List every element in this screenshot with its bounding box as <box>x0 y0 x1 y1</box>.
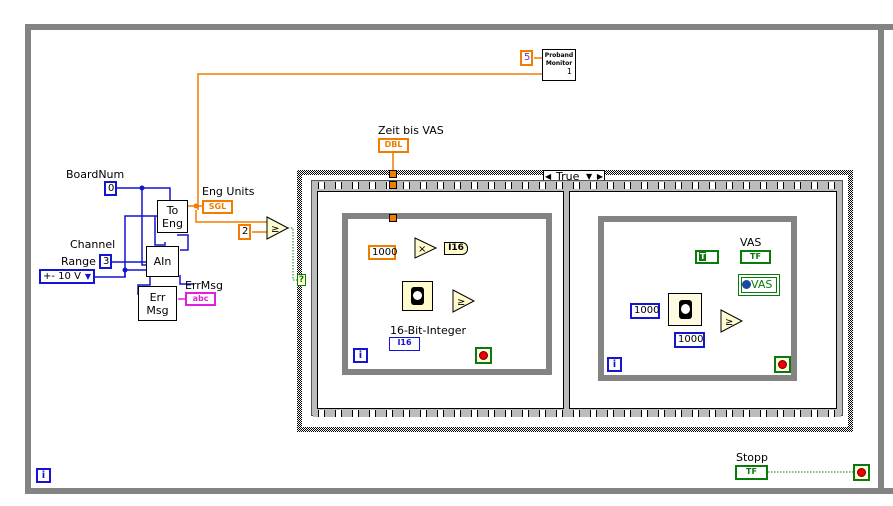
loop1-stop-terminal[interactable] <box>475 347 492 364</box>
stopp-label: Stopp <box>736 451 768 464</box>
vas-indicator[interactable]: TF <box>740 250 771 264</box>
frame-right-edge <box>878 30 884 490</box>
compare-constant[interactable]: 2 <box>238 224 251 240</box>
integer16-label: 16-Bit-Integer <box>390 324 467 337</box>
channel-label: Channel <box>70 238 116 251</box>
monitor-constant[interactable]: 5 <box>520 50 533 66</box>
to-eng-line1: To <box>166 204 179 217</box>
case-next-arrow-icon[interactable]: ▶ <box>596 172 603 181</box>
err-msg-line2: Msg <box>146 304 169 317</box>
main-stop-terminal[interactable] <box>853 464 870 481</box>
true-constant-value: T <box>699 252 707 261</box>
range-dropdown[interactable]: +- 10 V ▼ <box>39 269 95 284</box>
stopp-control[interactable]: TF <box>735 465 768 480</box>
eng-units-label: Eng Units <box>202 185 255 198</box>
greater-or-equal-node-loop1[interactable]: ≥ <box>452 289 476 313</box>
errmsg-indicator[interactable]: abc <box>185 292 216 306</box>
sequence-holes-bottom <box>313 410 841 417</box>
case-dropdown-icon[interactable]: ▼ <box>586 172 593 181</box>
proband-line2: Monitor <box>545 60 573 67</box>
greater-or-equal-node[interactable]: ≥ <box>266 216 290 240</box>
sequence-tunnel <box>389 181 397 189</box>
err-msg-line1: Err <box>149 291 166 304</box>
loop2-iteration-terminal: i <box>607 357 622 372</box>
case-selected-value: True <box>556 170 580 183</box>
range-value: +- 10 V <box>43 271 81 282</box>
loop1-iteration-terminal: i <box>353 348 368 363</box>
svg-text:×: × <box>418 244 426 255</box>
inner-while-loop-2 <box>598 216 797 381</box>
globe-icon <box>742 280 751 289</box>
watch-face <box>681 304 690 314</box>
vas-type: TF <box>750 252 761 261</box>
wait-ms-node-2[interactable] <box>668 293 702 326</box>
vas-indicator-label: VAS <box>740 236 762 249</box>
proband-line1: Proband <box>544 52 574 59</box>
zeit-bis-vas-control[interactable]: DBL <box>378 138 409 153</box>
true-constant[interactable]: T <box>695 250 719 264</box>
main-while-loop <box>25 24 893 494</box>
compare-ms-constant[interactable]: 1000 <box>674 332 705 348</box>
main-loop-iteration-terminal: i <box>36 468 51 483</box>
wait-ms-node-1[interactable] <box>402 281 433 311</box>
integer16-type: I16 <box>397 338 412 347</box>
inner-while-loop-1 <box>342 213 552 375</box>
vas-property-label: VAS <box>751 278 773 291</box>
watch-face <box>413 291 422 300</box>
errmsg-label: ErrMsg <box>185 279 224 292</box>
proband-monitor-subvi[interactable]: Proband Monitor 1 <box>542 49 576 81</box>
case-tunnel <box>389 170 397 178</box>
boardnum-label: BoardNum <box>66 168 125 181</box>
case-selector-terminal[interactable]: ? <box>297 274 306 286</box>
greater-or-equal-node-loop2[interactable]: ≥ <box>720 309 744 333</box>
to-eng-line2: Eng <box>162 217 183 230</box>
convert-to-i16-node[interactable]: I16 <box>444 242 468 255</box>
sequence-holes-top <box>313 182 841 189</box>
to-eng-subvi[interactable]: To Eng <box>157 200 188 233</box>
case-prev-arrow-icon[interactable]: ◀ <box>545 172 552 181</box>
chevron-down-icon: ▼ <box>84 272 91 281</box>
wait-ms-constant[interactable]: 1000 <box>630 303 660 319</box>
loop2-stop-terminal[interactable] <box>774 356 791 373</box>
stopp-type: TF <box>746 467 757 476</box>
vas-property-node[interactable]: VAS <box>738 274 780 296</box>
svg-text:≥: ≥ <box>271 224 279 235</box>
channel-control[interactable]: 3 <box>99 254 112 269</box>
ain-subvi[interactable]: AIn <box>146 246 179 277</box>
svg-text:≥: ≥ <box>725 317 733 328</box>
zeit-bis-vas-type: DBL <box>384 140 403 149</box>
multiply-node[interactable]: × <box>414 237 438 259</box>
proband-line3: 1 <box>566 67 572 76</box>
zeit-bis-vas-label: Zeit bis VAS <box>378 124 444 137</box>
err-msg-subvi[interactable]: Err Msg <box>138 286 177 321</box>
boardnum-control[interactable]: 0 <box>104 181 117 196</box>
multiplier-constant[interactable]: 1000 <box>368 245 397 260</box>
eng-units-indicator[interactable]: SGL <box>202 200 233 214</box>
range-label: Range <box>61 255 96 268</box>
eng-units-type: SGL <box>208 202 227 211</box>
integer16-indicator[interactable]: I16 <box>389 337 420 351</box>
svg-text:≥: ≥ <box>457 297 465 308</box>
errmsg-type: abc <box>192 294 209 303</box>
loop1-tunnel <box>389 214 397 222</box>
